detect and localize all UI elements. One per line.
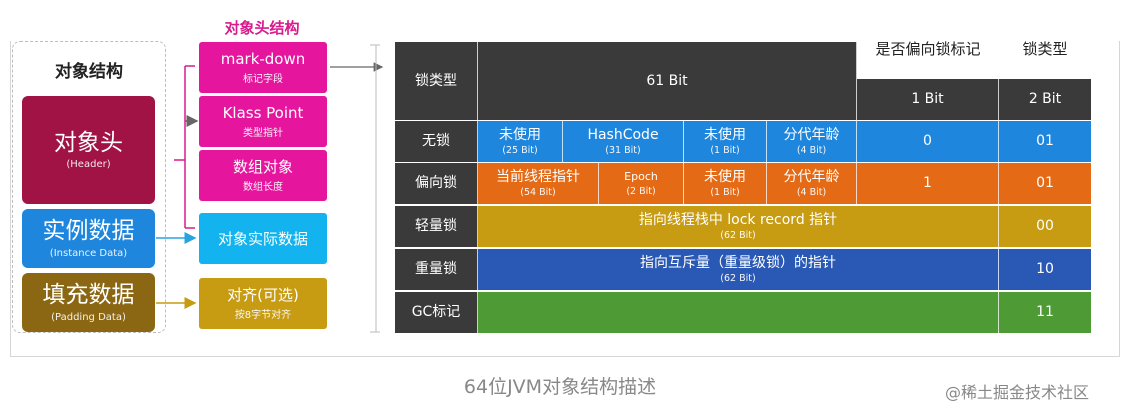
unlocked-unused-1: 未使用 (1 Bit) [684,121,767,162]
instance-data-block: 实例数据 (Instance Data) [22,209,155,268]
array-object-sub: 数组长度 [243,182,283,193]
klass-point-block: Klass Point 类型指针 [199,96,327,147]
padding-data-label: 填充数据 [42,282,135,309]
padding-note-label: 对齐(可选) [227,286,299,304]
instance-data-sub: (Instance Data) [49,247,128,259]
object-structure-title: 对象结构 [55,62,123,82]
unlocked-unused-25: 未使用 (25 Bit) [478,121,563,162]
header-1-bit: 1 Bit [857,79,999,120]
heavyweight-content: 指向互斥量（重量级锁）的指针 (62 Bit) [478,249,999,290]
array-object-block: 数组对象 数组长度 [199,150,327,201]
padding-note-sub: 按8字节对齐 [234,310,292,321]
object-header-block: 对象头 (Header) [22,96,155,204]
biased-unused-1: 未使用 (1 Bit) [684,163,767,204]
biased-lock-bits: 01 [999,163,1091,204]
table-bracket [370,44,380,333]
diagram-frame [10,41,1120,357]
lightweight-content: 指向线程栈中 lock record 指针 (62 Bit) [478,206,999,247]
biased-age: 分代年龄 (4 Bit) [767,163,857,204]
header-lock-type: 锁类型 [395,42,478,120]
gc-content [478,292,999,333]
instance-note-block: 对象实际数据 [199,213,327,264]
diagram-caption: 64位JVM对象结构描述 [463,376,657,398]
unlocked-biased-bit: 0 [857,121,999,162]
padding-data-block: 填充数据 (Padding Data) [22,273,155,332]
row-heavyweight-label: 重量锁 [395,249,478,290]
row-biased-label: 偏向锁 [395,163,478,204]
mark-down-sub: 标记字段 [243,74,283,85]
instance-data-label: 实例数据 [42,218,135,245]
klass-point-sub: 类型指针 [243,128,283,139]
row-lightweight-label: 轻量锁 [395,206,478,247]
padding-note-block: 对齐(可选) 按8字节对齐 [199,278,327,329]
unlocked-hashcode: HashCode (31 Bit) [563,121,684,162]
heavyweight-lock-bits: 10 [999,249,1091,290]
biased-thread-pointer: 当前线程指针 (54 Bit) [478,163,599,204]
row-unlocked-label: 无锁 [395,121,478,162]
object-header-sub: (Header) [66,159,111,171]
lock-type-title: 锁类型 [1022,40,1068,58]
lightweight-lock-bits: 00 [999,206,1091,247]
watermark: @稀土掘金技术社区 [945,383,1090,402]
padding-data-sub: (Padding Data) [51,311,126,323]
biased-flag-title: 是否偏向锁标记 [875,40,981,58]
row-gc-label: GC标记 [395,292,478,333]
instance-note-label: 对象实际数据 [217,229,308,248]
array-object-label: 数组对象 [232,158,293,176]
object-structure-panel [12,41,166,333]
mark-down-label: mark-down [220,50,306,68]
biased-epoch: Epoch (2 Bit) [599,163,684,204]
biased-biased-bit: 1 [857,163,999,204]
object-header-label: 对象头 [54,129,123,156]
header-2-bit: 2 Bit [999,79,1091,120]
unlocked-lock-bits: 01 [999,121,1091,162]
mark-down-block: mark-down 标记字段 [199,42,327,93]
unlocked-age: 分代年龄 (4 Bit) [767,121,857,162]
header-structure-title: 对象头结构 [224,19,300,37]
header-61-bit: 61 Bit [478,42,857,120]
header-bracket [174,65,195,229]
klass-point-label: Klass Point [222,104,304,122]
gc-lock-bits: 11 [999,292,1091,333]
